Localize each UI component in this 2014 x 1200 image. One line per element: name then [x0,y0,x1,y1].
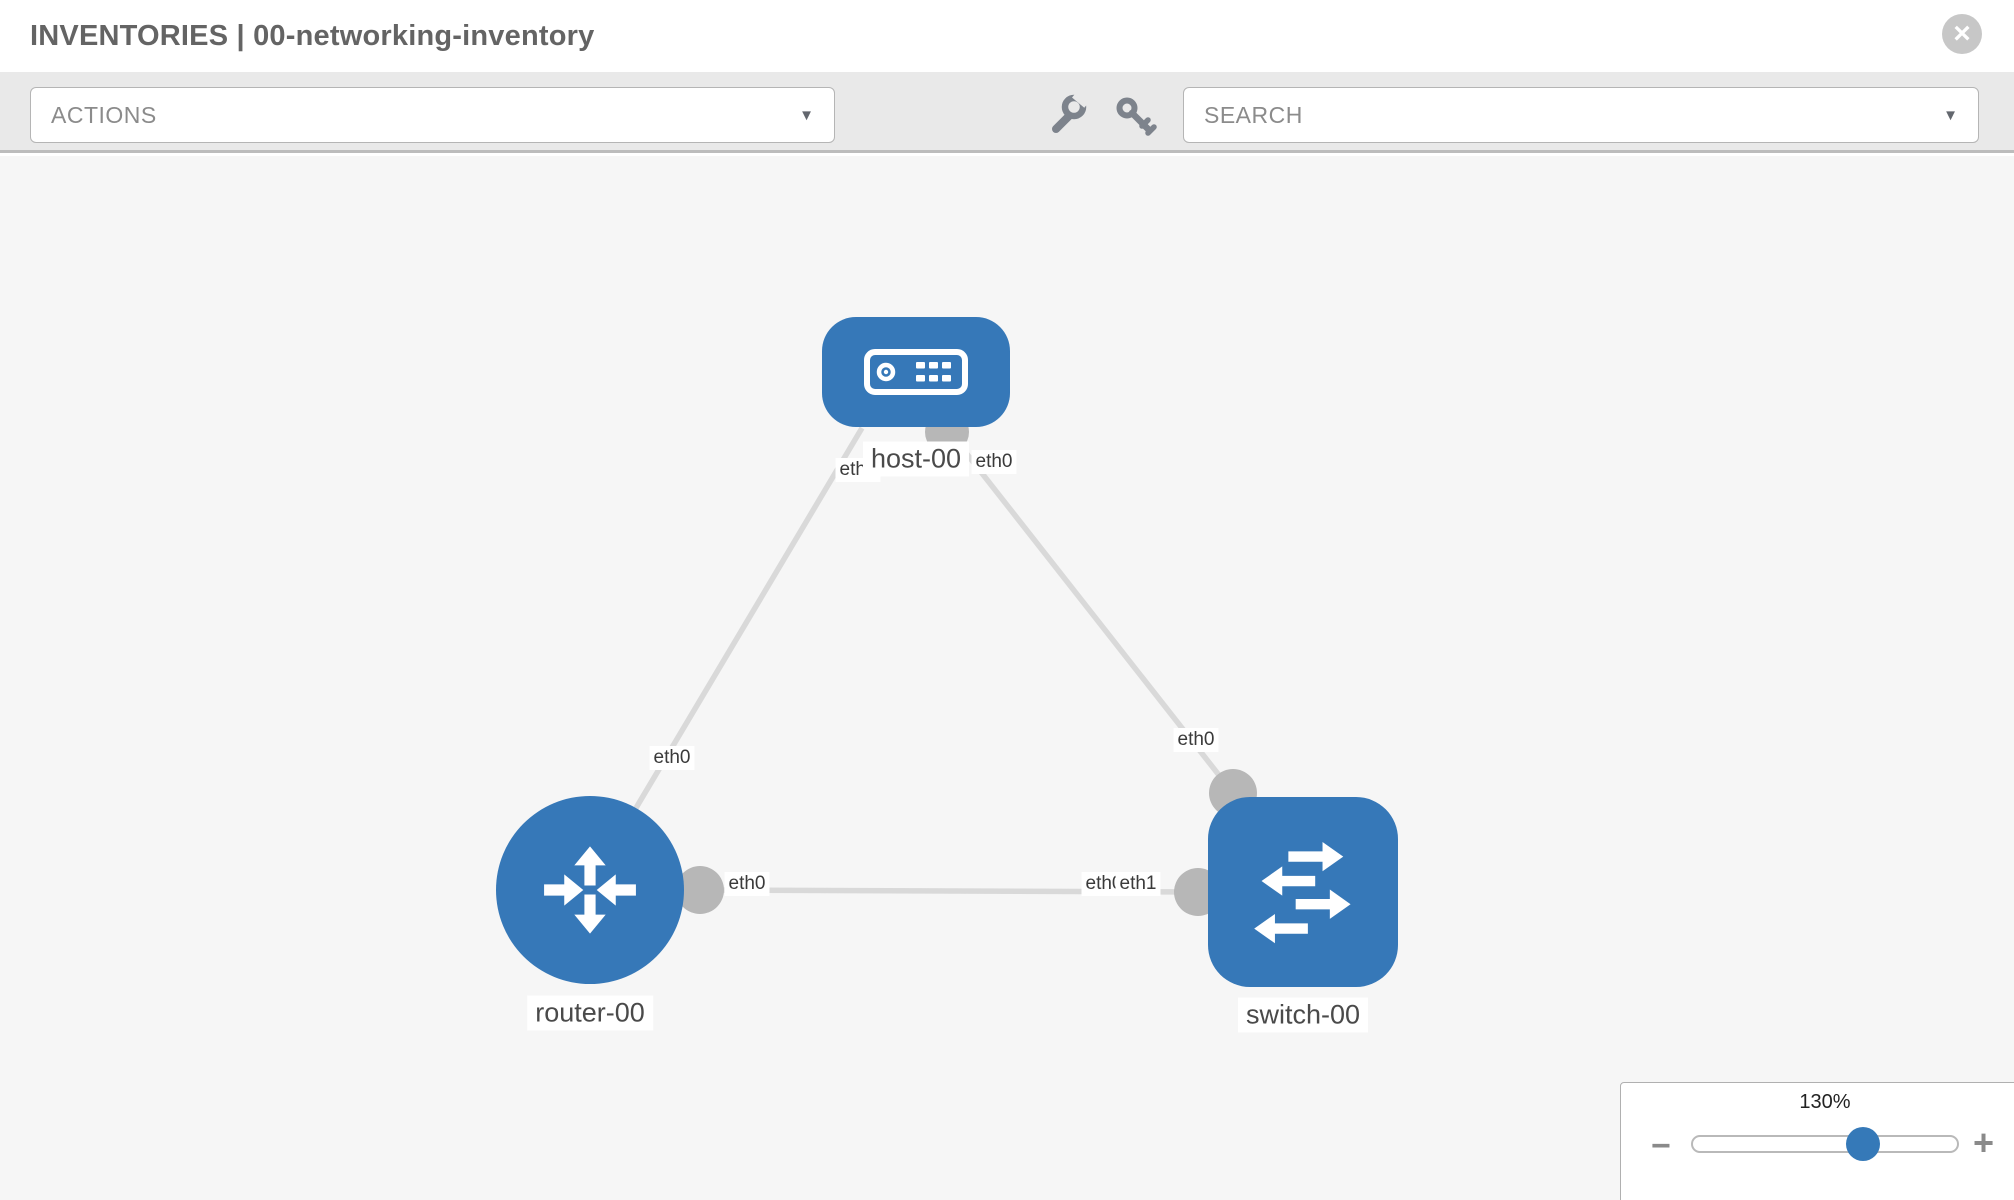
interface-label: eth0 [724,872,770,896]
zoom-in-button[interactable]: + [1973,1125,1994,1161]
node-switch-00[interactable] [1208,797,1398,987]
links-layer [633,410,1257,916]
plus-icon: + [1973,1122,1995,1163]
key-icon [1116,97,1157,136]
interface-label: eth1 [1115,872,1161,896]
node-label-router: router-00 [527,995,653,1031]
credentials-button[interactable] [1113,95,1157,139]
wrench-icon [1052,88,1092,133]
interface-label: eth0 [1173,728,1219,752]
toolbar: ACTIONS ▼ SEARCH ▼ [0,72,2014,153]
topology-canvas[interactable]: host-00 router-00 switch-00 eth0 eth0 et… [0,156,2014,1200]
header: INVENTORIES | 00-networking-inventory × [0,0,2014,72]
close-icon: × [1953,17,1971,50]
actions-dropdown-label: ACTIONS [51,101,157,128]
close-button[interactable]: × [1942,14,1982,54]
zoom-out-button[interactable]: − [1651,1129,1671,1163]
tools-button[interactable] [1045,88,1092,137]
actions-dropdown[interactable]: ACTIONS ▼ [30,87,835,143]
zoom-level: 130% [1799,1091,1851,1113]
node-host-00[interactable] [822,317,1010,427]
router-icon [544,846,636,934]
zoom-slider-thumb[interactable] [1846,1127,1880,1161]
chevron-down-icon: ▼ [1943,106,1958,124]
page-title: INVENTORIES | 00-networking-inventory [30,20,595,52]
node-router-00[interactable] [496,796,684,984]
chevron-down-icon: ▼ [799,106,814,124]
host-icon [864,349,968,395]
zoom-panel: 130% − + [1620,1082,2014,1200]
link-router-host[interactable] [633,426,865,810]
interface-label: eth0 [971,450,1017,474]
search-dropdown[interactable]: SEARCH ▼ [1183,87,1979,143]
switch-icon [1254,841,1351,944]
zoom-slider-track[interactable] [1691,1135,1959,1153]
minus-icon: − [1651,1127,1671,1165]
search-dropdown-label: SEARCH [1204,101,1303,128]
interface-label: eth0 [649,746,695,770]
node-label-switch: switch-00 [1237,997,1369,1033]
node-label-host: host-00 [862,441,970,477]
interface-connector[interactable] [676,866,724,914]
